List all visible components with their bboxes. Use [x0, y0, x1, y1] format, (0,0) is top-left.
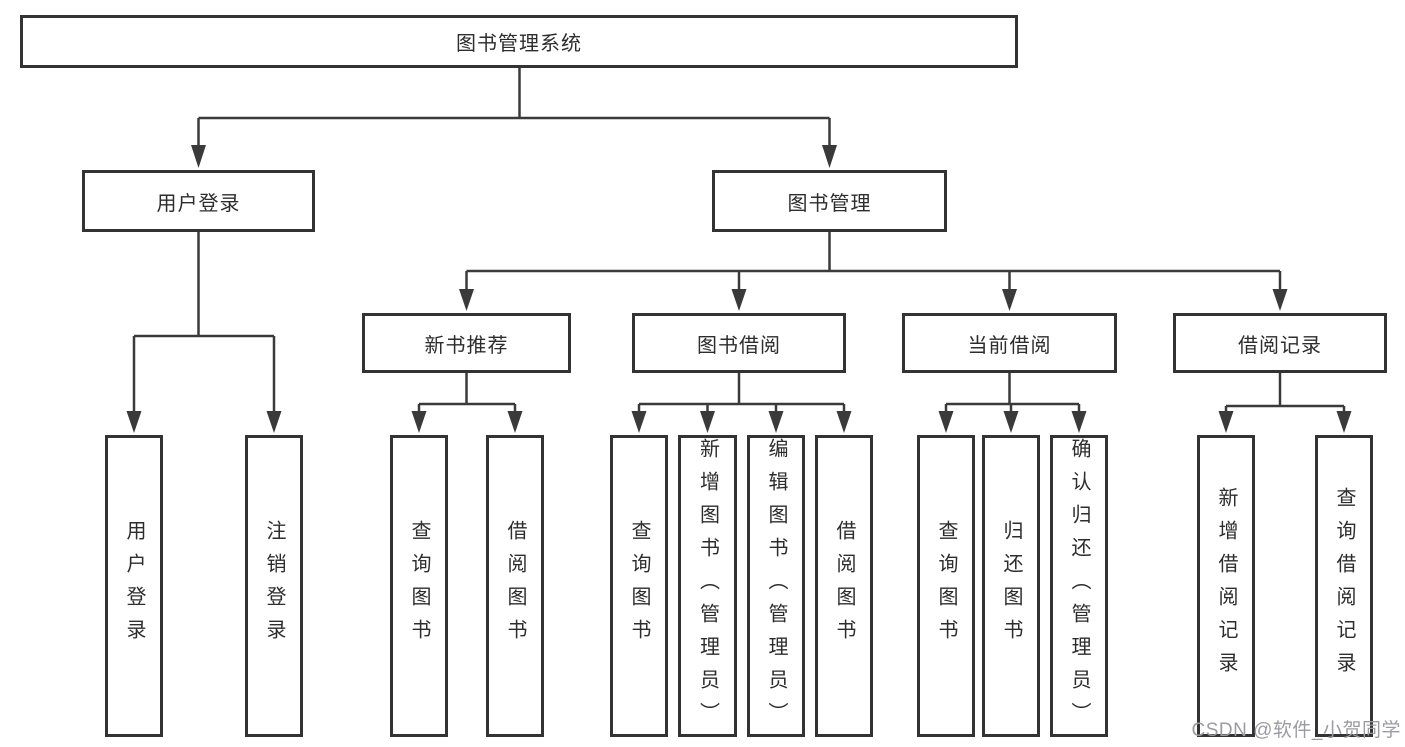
leaf-confirm-return-admin: 确认归还（管理员）	[1050, 435, 1108, 737]
node-new-book-recommend-label: 新书推荐	[424, 334, 509, 357]
node-borrow-records: 借阅记录	[1173, 313, 1387, 373]
node-root-label: 图书管理系统	[456, 33, 582, 55]
node-book-borrow: 图书借阅	[632, 313, 846, 373]
leaf-add-borrow-record-label: 新增借阅记录	[1215, 487, 1237, 685]
leaf-query-book-borrow: 查询图书	[610, 435, 668, 737]
leaf-edit-book-admin: 编辑图书（管理员）	[747, 435, 805, 737]
leaf-user-login-label: 用户登录	[123, 520, 145, 652]
node-book-management: 图书管理	[712, 170, 947, 232]
leaf-logout-label: 注销登录	[263, 520, 285, 652]
leaf-logout: 注销登录	[245, 435, 303, 737]
leaf-query-borrow-record-label: 查询借阅记录	[1333, 487, 1355, 685]
node-new-book-recommend: 新书推荐	[362, 313, 571, 373]
leaf-borrow-book-label: 借阅图书	[833, 520, 855, 652]
node-root: 图书管理系统	[20, 15, 1018, 68]
node-book-management-label: 图书管理	[787, 192, 872, 215]
node-current-borrow-label: 当前借阅	[967, 334, 1052, 357]
leaf-add-book-admin-label: 新增图书（管理员）	[696, 438, 719, 735]
leaf-user-login: 用户登录	[105, 435, 163, 737]
leaf-add-book-admin: 新增图书（管理员）	[678, 435, 737, 737]
node-book-borrow-label: 图书借阅	[697, 334, 781, 357]
leaf-query-book-borrow-label: 查询图书	[628, 520, 650, 652]
arrowheads	[126, 145, 1352, 433]
csdn-watermark: CSDN @软件_小贺同学	[1191, 720, 1401, 741]
leaf-edit-book-admin-label: 编辑图书（管理员）	[765, 438, 787, 735]
leaf-confirm-return-admin-label: 确认归还（管理员）	[1068, 438, 1090, 735]
leaf-query-book-newbook-label: 查询图书	[408, 520, 430, 652]
node-user-login: 用户登录	[82, 170, 315, 232]
leaf-query-book-current-label: 查询图书	[935, 520, 957, 652]
leaf-borrow-book-newbook: 借阅图书	[486, 435, 544, 737]
node-user-login-label: 用户登录	[156, 192, 241, 215]
leaf-borrow-book: 借阅图书	[815, 435, 873, 737]
leaf-query-book-current: 查询图书	[917, 435, 975, 737]
leaf-add-borrow-record: 新增借阅记录	[1197, 435, 1255, 737]
leaf-borrow-book-newbook-label: 借阅图书	[504, 520, 526, 652]
leaf-return-book-label: 归还图书	[1000, 520, 1022, 652]
leaf-query-borrow-record: 查询借阅记录	[1315, 435, 1373, 737]
node-current-borrow: 当前借阅	[902, 313, 1117, 373]
leaf-return-book: 归还图书	[982, 435, 1040, 737]
node-borrow-records-label: 借阅记录	[1238, 334, 1322, 357]
leaf-query-book-newbook: 查询图书	[390, 435, 448, 737]
